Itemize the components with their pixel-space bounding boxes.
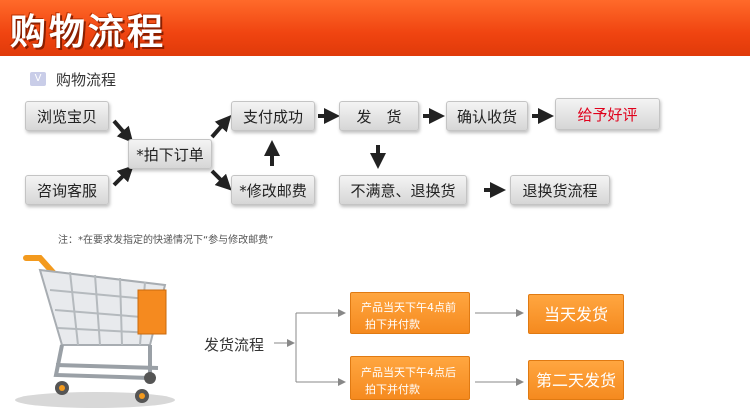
condition-before-line2: 拍下并付款 [365,318,420,331]
condition-before-line1: 产品当天下午4点前 [361,301,456,314]
header-banner: 购物流程 [0,0,750,56]
page-title: 购物流程 [10,12,167,53]
shopping-cart-icon [15,255,175,408]
shipping-label: 发货流程 [204,336,265,354]
step-browse: 浏览宝贝 [25,101,109,131]
step-review: 给予好评 [555,98,660,130]
condition-after-line1: 产品当天下午4点后 [361,366,456,379]
arrow-consult-to-order [112,165,134,187]
step-return-flow: 退换货流程 [510,175,610,205]
result-next-day: 第二天发货 [528,360,624,400]
step-confirm: 确认收货 [446,101,528,131]
step-order: *拍下订单 [128,139,212,169]
step-pay: 支付成功 [231,101,315,131]
step-consult: 咨询客服 [25,175,109,205]
step-dissatisfied: 不满意、退换货 [339,175,467,205]
arrow-order-to-modify [210,169,232,191]
condition-after-line2: 拍下并付款 [365,383,420,396]
footnote: 注：*在要求发指定的快递情况下“参与修改邮费” [58,235,274,246]
step-modify: *修改邮费 [231,175,315,205]
section-v-icon: V [30,72,46,86]
arrow-order-to-pay [210,114,232,139]
section-title: 购物流程 [56,71,117,89]
step-ship: 发 货 [339,101,419,131]
arrow-browse-to-order [112,119,134,144]
condition-after-4pm: 产品当天下午4点后 拍下并付款 [350,356,470,400]
condition-before-4pm: 产品当天下午4点前 拍下并付款 [350,292,470,334]
result-same-day: 当天发货 [528,294,624,334]
